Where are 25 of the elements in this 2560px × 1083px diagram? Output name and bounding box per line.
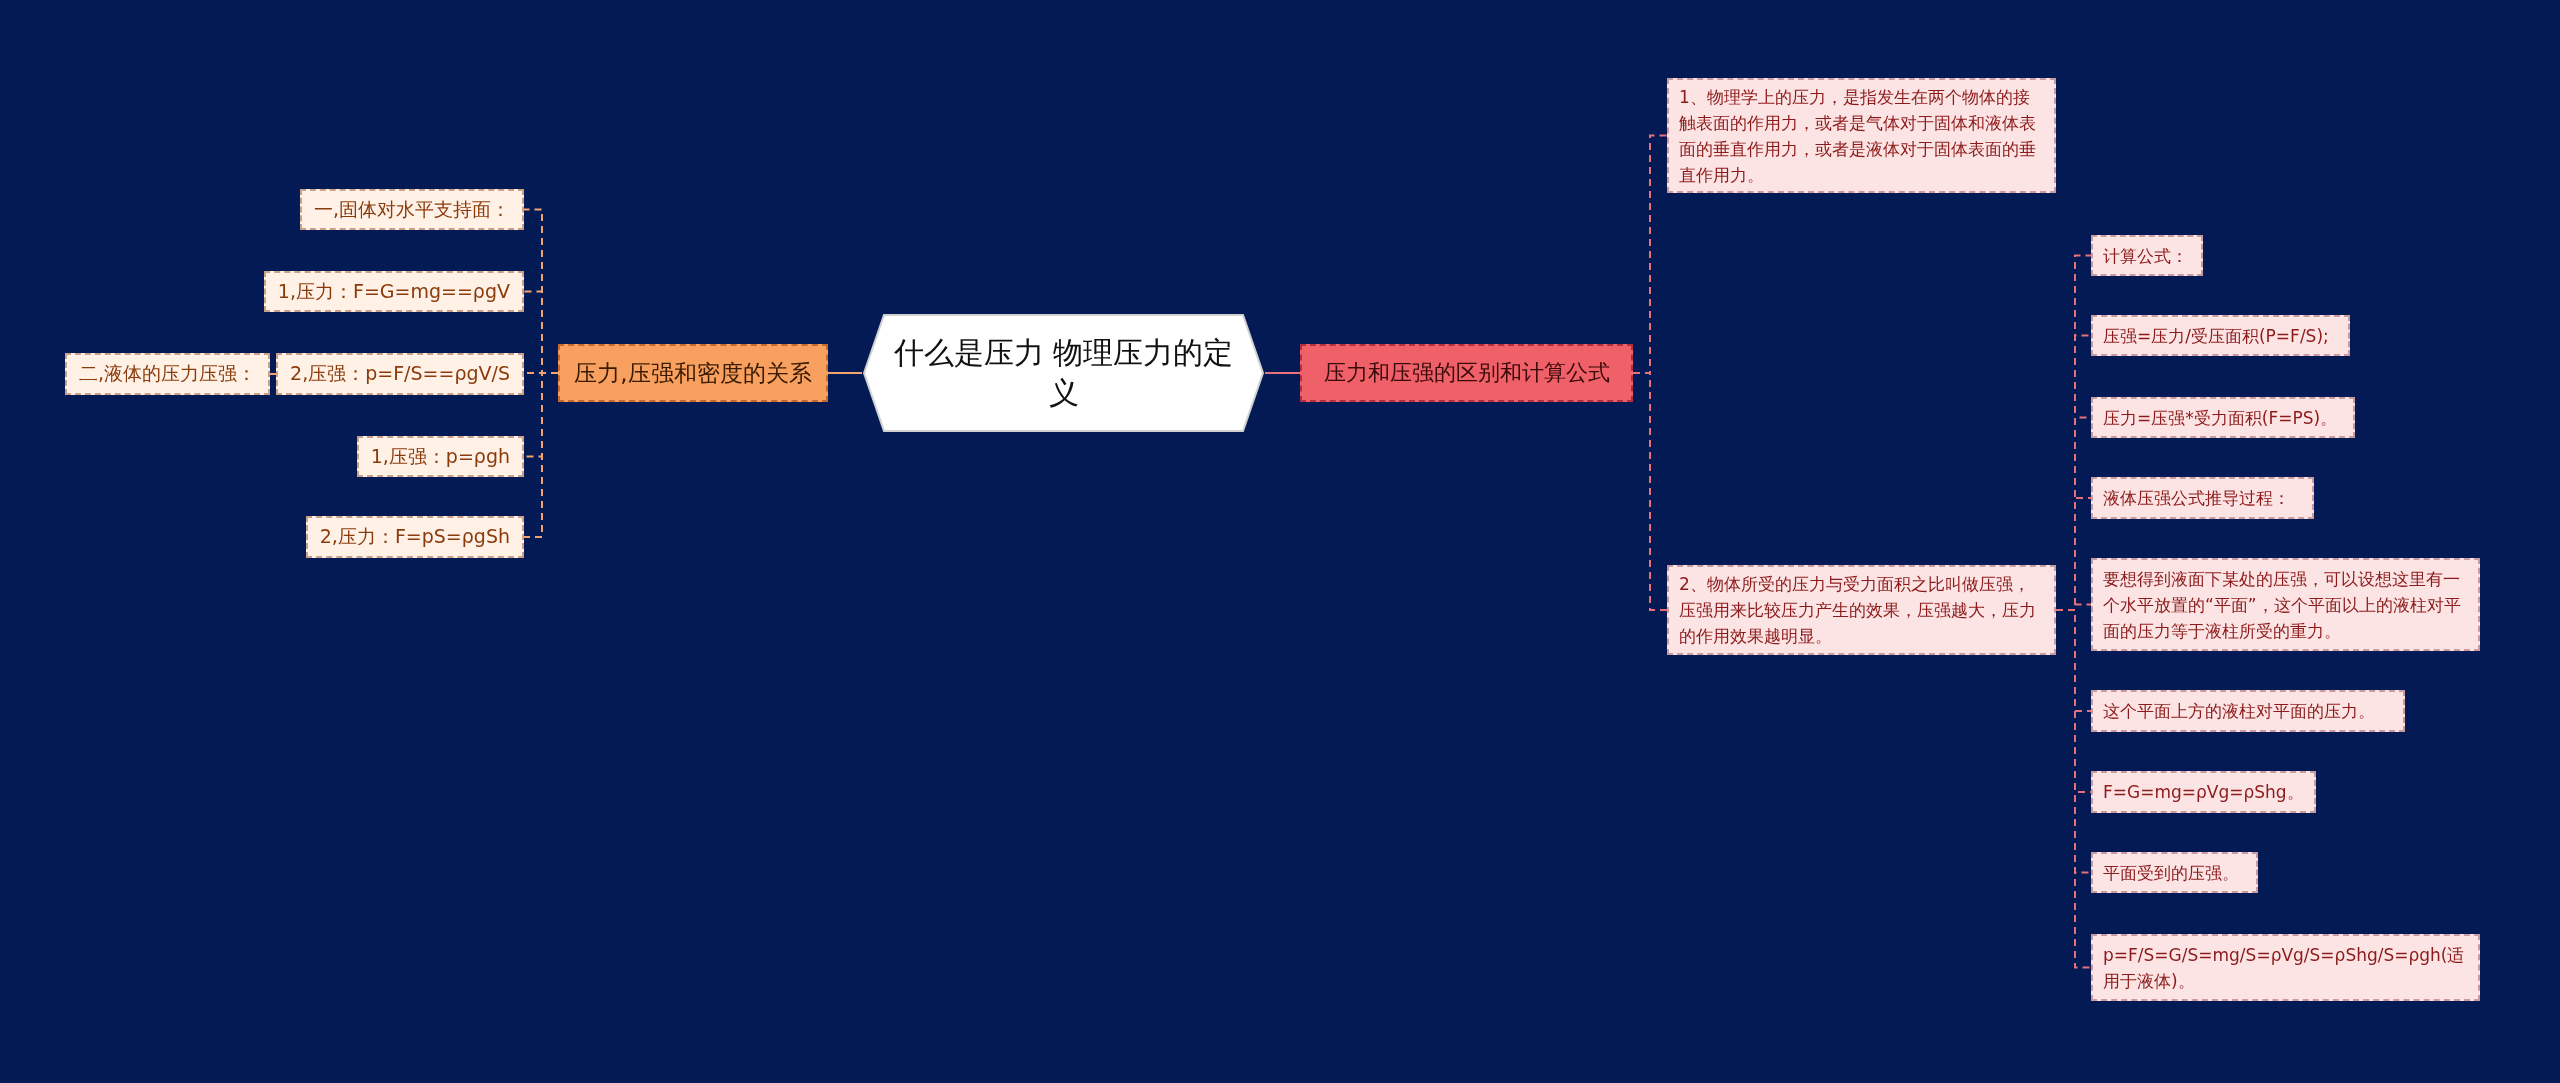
subtopic-box: 2、物体所受的压力与受力面积之比叫做压强，压强用来比较压力产生的效果，压强越大，压力的作用效果越明显。: [1667, 565, 2056, 655]
subtopic-box: 二,液体的压力压强：: [64, 353, 270, 395]
subtopic-box: 压力=压强*受力面积(F=PS)。: [2091, 397, 2355, 438]
subtopic-box: 液体压强公式推导过程：: [2091, 477, 2314, 519]
subtopic-box: p=F/S=G/S=mg/S=ρVg/S=ρShg/S=ρgh(适用于液体)。: [2091, 934, 2480, 1001]
subtopic-box: 计算公式：: [2091, 235, 2203, 276]
subtopic-box: 平面受到的压强。: [2091, 852, 2258, 893]
subtopic-box: 1,压力：F=G=mg==ρgV: [263, 271, 524, 312]
connector-line: [1264, 372, 1301, 374]
subtopic-box: F=G=mg=ρVg=ρShg。: [2091, 771, 2316, 813]
connector-line: [1632, 372, 1668, 611]
subtopic-box: 一,固体对水平支持面：: [299, 189, 524, 230]
subtopic-box: 1、物理学上的压力，是指发生在两个物体的接触表面的作用力，或者是气体对于固体和液体表面的垂直作用力，或者是液体对于固体表面的垂直作用力。: [1667, 78, 2056, 193]
topic-box: 压力,压强和密度的关系: [558, 344, 828, 402]
subtopic-box: 2,压强：p=F/S==ρgV/S: [276, 353, 524, 395]
connector-line: [827, 372, 863, 374]
central-topic-hexagon: 什么是压力 物理压力的定义: [862, 313, 1265, 433]
subtopic-box: 这个平面上方的液柱对平面的压力。: [2091, 690, 2405, 732]
connector-line: [523, 372, 559, 538]
subtopic-box: 2,压力：F=pS=ρgSh: [305, 516, 524, 558]
subtopic-box: 要想得到液面下某处的压强，可以设想这里有一个水平放置的“平面”，这个平面以上的液柱对平面的压力等于液柱所受的重力。: [2091, 558, 2480, 651]
topic-box: 压力和压强的区别和计算公式: [1300, 344, 1633, 402]
subtopic-box: 压强=压力/受压面积(P=F/S);: [2091, 315, 2350, 356]
subtopic-box: 1,压强：p=ρgh: [356, 436, 524, 477]
connector-line: [269, 373, 278, 375]
